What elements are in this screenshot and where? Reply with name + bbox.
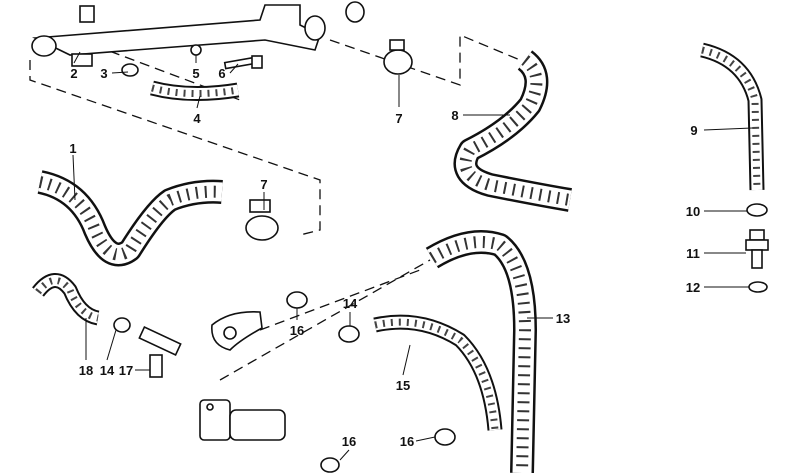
label-7-top: 7: [395, 111, 402, 126]
hose-18: [32, 273, 100, 326]
clamp-7-lower: [245, 199, 279, 241]
label-12: 12: [686, 280, 700, 295]
label-13: 13: [556, 311, 570, 326]
washer-12: [748, 281, 768, 293]
clamp-16-b: [434, 428, 456, 446]
hose-4: [150, 80, 240, 102]
thermostat-housing: [211, 310, 263, 351]
fitting-11: [745, 229, 769, 269]
label-16-b: 16: [400, 434, 414, 449]
clamp-10: [746, 203, 768, 217]
clamp-3: [121, 63, 139, 77]
label-7-lower: 7: [260, 177, 267, 192]
leader-lines: [72, 51, 753, 461]
label-6: 6: [218, 66, 225, 81]
label-8: 8: [451, 108, 458, 123]
hose-1: [37, 170, 223, 267]
label-16-a: 16: [290, 323, 304, 338]
label-9: 9: [690, 123, 697, 138]
hose-9: [700, 42, 765, 191]
part-labels: 1 2 3 4 5 6 7 7 8 9 10 11 12 13 14 14 15…: [69, 66, 700, 449]
water-valve: [199, 399, 286, 441]
hose-15: [373, 314, 503, 431]
label-17: 17: [119, 363, 133, 378]
label-11: 11: [686, 246, 700, 261]
coolant-pipe-assembly: [31, 1, 365, 67]
label-16-c: 16: [342, 434, 356, 449]
label-15: 15: [396, 378, 410, 393]
clamp-7-top: [383, 39, 413, 75]
label-2: 2: [70, 66, 77, 81]
label-3: 3: [100, 66, 107, 81]
hose-13: [425, 230, 537, 473]
clamp-16-c: [320, 457, 340, 473]
label-18: 18: [79, 363, 93, 378]
tee-fitting-17: [138, 326, 182, 378]
label-5: 5: [192, 66, 199, 81]
label-4: 4: [193, 111, 201, 126]
clamp-14-left: [113, 317, 131, 333]
label-14-left: 14: [100, 363, 115, 378]
clamp-14-right: [338, 325, 360, 343]
clamp-16-a: [286, 291, 308, 309]
label-14-right: 14: [343, 296, 358, 311]
bolt-6: [223, 55, 263, 70]
label-1: 1: [69, 141, 76, 156]
label-10: 10: [686, 204, 700, 219]
washer-5: [190, 44, 202, 56]
hose-8: [453, 50, 572, 212]
